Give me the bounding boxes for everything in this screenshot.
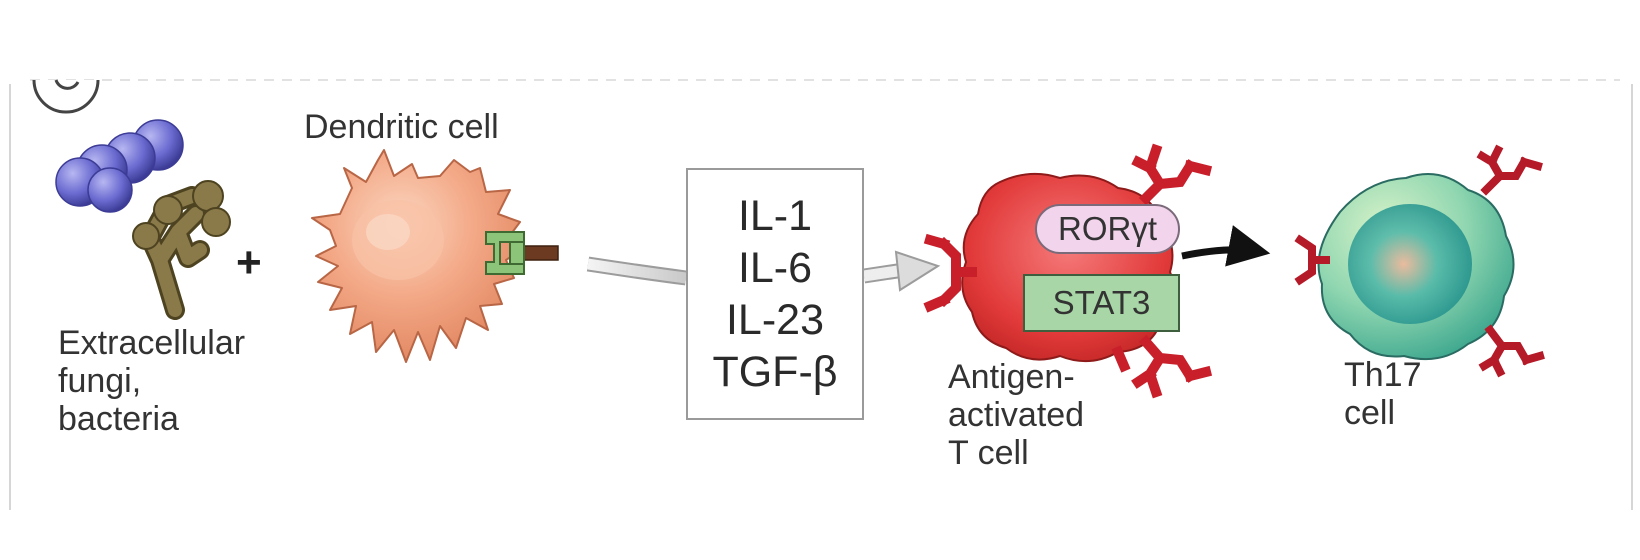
tcr-receptors <box>923 143 1213 399</box>
cytokine-tgf-beta: TGF-β <box>712 348 838 396</box>
differentiation-arrow <box>1181 225 1271 267</box>
th17-cell-label: Th17 cell <box>1344 356 1422 432</box>
panel-letter-badge <box>32 79 100 114</box>
cytokine-il1: IL-1 <box>737 192 813 240</box>
receptor-icon <box>485 231 559 275</box>
t-cell-label: Antigen- activated T cell <box>948 358 1085 472</box>
dendritic-cell-icon <box>311 149 525 363</box>
th17-cell-icon <box>1317 173 1515 361</box>
microbes-label: Extracellular fungi, bacteria <box>58 324 246 438</box>
cytokine-box: IL-1 IL-6 IL-23 TGF-β <box>686 168 864 420</box>
cytokine-il6: IL-6 <box>737 244 813 292</box>
plus-sign: + <box>236 238 262 287</box>
cytokine-il23: IL-23 <box>725 296 824 344</box>
th17-receptors <box>1294 144 1545 378</box>
t-cell-icon <box>961 172 1176 363</box>
ror-gamma-t-label: RORγt <box>1035 204 1180 254</box>
stat3-label: STAT3 <box>1023 274 1180 332</box>
bacteria-icon <box>55 119 184 213</box>
fungi-icon <box>132 180 231 320</box>
output-arrow <box>862 250 941 292</box>
dendritic-cell-label: Dendritic cell <box>304 108 499 146</box>
